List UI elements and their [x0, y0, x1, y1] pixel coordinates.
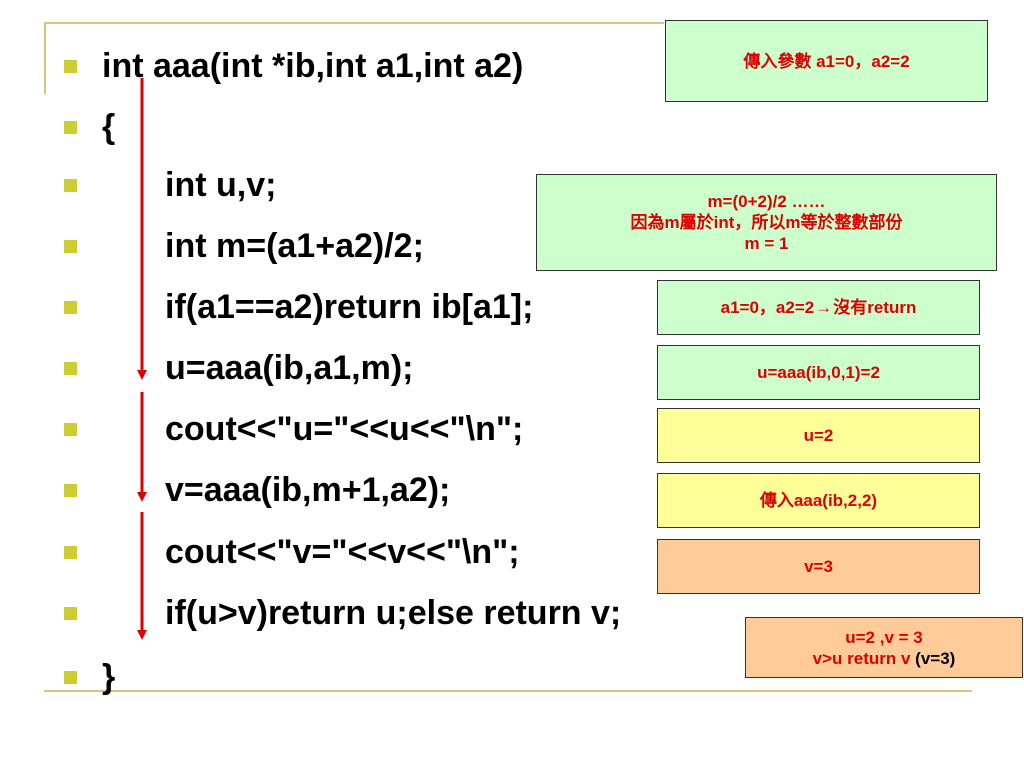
code-text: cout<<"u="<<u<<"\n"; [165, 410, 524, 448]
note-v-call-text: 傳入aaa(ib,2,2) [759, 491, 878, 510]
note-params-text: 傳入參數 a1=0，a2=2 [743, 51, 910, 71]
note-v-value-text: v=3 [804, 557, 833, 576]
code-text: v=aaa(ib,m+1,a2); [165, 471, 451, 509]
note-v-value: v=3 [657, 539, 980, 594]
bullet-icon [64, 60, 77, 73]
right-arrow-icon: → [815, 298, 833, 317]
bullet-icon [64, 546, 77, 559]
note-result-line-2: v>u return v (v=3) [813, 648, 956, 669]
bullet-icon [64, 362, 77, 375]
note-m-calc-line-1: m=(0+2)/2 …… [707, 192, 826, 211]
note-u-call: u=aaa(ib,0,1)=2 [657, 345, 980, 400]
left-accent-line [44, 22, 46, 94]
bullet-icon [64, 607, 77, 620]
note-result-line-2-red: v>u return v [812, 648, 916, 668]
bullet-icon [64, 301, 77, 314]
code-text: cout<<"v="<<v<<"\n"; [165, 533, 520, 571]
bullet-icon [64, 423, 77, 436]
code-text: int aaa(int *ib,int a1,int a2) [102, 47, 524, 85]
bullet-icon [64, 179, 77, 192]
code-text: u=aaa(ib,a1,m); [165, 349, 414, 387]
note-no-return: a1=0，a2=2 → 沒有return [657, 280, 980, 335]
bullet-icon [64, 240, 77, 253]
code-text: { [102, 108, 116, 146]
note-result: u=2 ,v = 3 v>u return v (v=3) [745, 617, 1023, 678]
note-u-value: u=2 [657, 408, 980, 463]
note-result-line-2-black: (v=3) [915, 648, 956, 668]
note-u-value-text: u=2 [803, 426, 834, 445]
note-m-calc-line-2: 因為m屬於int，所以m等於整數部份 [630, 213, 903, 232]
code-text: int m=(a1+a2)/2; [165, 227, 424, 265]
code-text: } [102, 658, 116, 696]
bullet-icon [64, 484, 77, 497]
bottom-accent-line [44, 690, 972, 692]
code-text: if(u>v)return u;else return v; [165, 594, 622, 632]
bullet-icon [64, 671, 77, 684]
note-no-return-text-2: 沒有return [833, 298, 917, 317]
note-m-calc-line-3: m = 1 [744, 234, 789, 253]
note-u-call-text: u=aaa(ib,0,1)=2 [757, 363, 880, 382]
code-text: int u,v; [165, 166, 277, 204]
note-no-return-text: a1=0，a2=2 [720, 298, 815, 317]
note-v-call: 傳入aaa(ib,2,2) [657, 473, 980, 528]
note-result-line-1: u=2 ,v = 3 [845, 627, 923, 647]
note-m-calculation: m=(0+2)/2 …… 因為m屬於int，所以m等於整數部份 m = 1 [536, 174, 997, 271]
code-text: if(a1==a2)return ib[a1]; [165, 288, 534, 326]
bullet-icon [64, 121, 77, 134]
note-params: 傳入參數 a1=0，a2=2 [665, 20, 988, 102]
top-accent-line [44, 22, 664, 24]
